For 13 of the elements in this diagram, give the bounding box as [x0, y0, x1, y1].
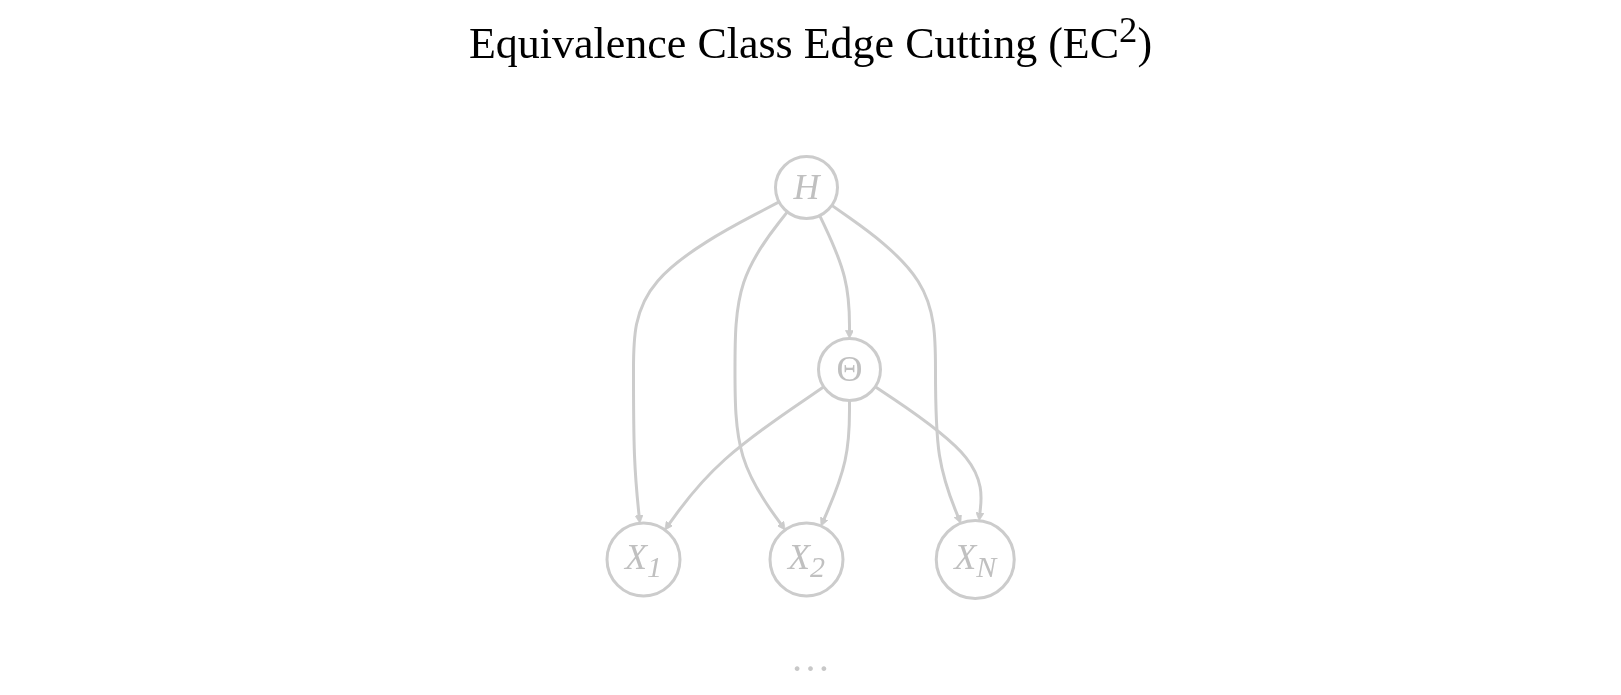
- node-circle: Θ: [816, 337, 882, 402]
- arrow: [818, 214, 854, 339]
- arrow: [830, 204, 962, 524]
- node-circle: X$_{2}$: [768, 521, 845, 598]
- node-circle: X$_{1}$: [605, 521, 682, 598]
- node-circle: X$_{N}$: [934, 519, 1016, 600]
- arrow: [733, 210, 789, 531]
- arrow: [631, 200, 780, 524]
- node-circle: H: [773, 155, 839, 220]
- arrow: [664, 385, 825, 531]
- diagram-title: Equivalence Class Edge Cutting (EC$^{2}$): [468, 8, 1153, 69]
- ellipsis-label: …: [790, 634, 831, 681]
- arrow: [820, 400, 851, 527]
